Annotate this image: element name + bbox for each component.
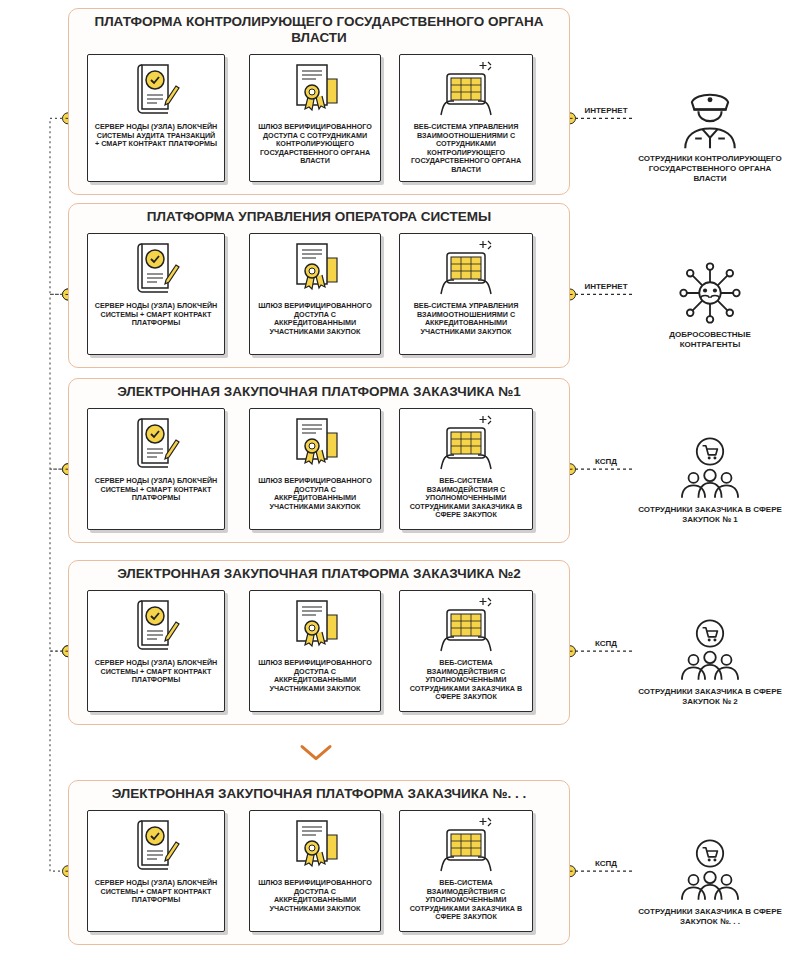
icon-use — [297, 821, 337, 866]
icon-use — [297, 601, 337, 646]
box-label: ШЛЮЗ ВЕРИФИЦИРОВАННОГО ДОСТУПА С АККРЕДИ… — [250, 659, 380, 693]
icon-use — [682, 438, 738, 497]
box-label: СЕРВЕР НОДЫ (УЗЛА) БЛОКЧЕЙН СИСТЕМЫ + СМ… — [88, 477, 224, 502]
actor-figure: СОТРУДНИКИ ЗАКАЗЧИКА В СФЕРЕ ЗАКУПОК №. … — [634, 833, 786, 926]
box-icon — [283, 59, 347, 119]
icon-use — [682, 840, 738, 899]
band-title: ЭЛЕКТРОННАЯ ЗАКУПОЧНАЯ ПЛАТФОРМА ЗАКАЗЧИ… — [69, 786, 569, 802]
box-label: СЕРВЕР НОДЫ (УЗЛА) БЛОКЧЕЙН СИСТЕМЫ + СМ… — [88, 879, 224, 904]
icon-use — [138, 601, 179, 649]
box-icon — [124, 595, 188, 655]
edge-label: КСПД — [593, 639, 619, 648]
box-icon — [434, 413, 498, 473]
box-label: ШЛЮЗ ВЕРИФИЦИРОВАННОГО ДОСТУПА С АККРЕДИ… — [250, 879, 380, 913]
edge-label: КСПД — [593, 457, 619, 466]
band-title: ПЛАТФОРМА УПРАВЛЕНИЯ ОПЕРАТОРА СИСТЕМЫ — [69, 209, 569, 225]
process-box: ШЛЮЗ ВЕРИФИЦИРОВАННОГО ДОСТУПА С АККРЕДИ… — [249, 408, 381, 530]
actor-label: СОТРУДНИКИ ЗАКАЗЧИКА В СФЕРЕ ЗАКУПОК №. … — [634, 907, 786, 926]
actor-label: СОТРУДНИКИ ЗАКАЗЧИКА В СФЕРЕ ЗАКУПОК № 2 — [634, 687, 786, 706]
actor-figure: СОТРУДНИКИ КОНТРОЛИРУЮЩЕГО ГОСУДАРСТВЕНН… — [634, 80, 786, 183]
box-icon — [434, 595, 498, 655]
platform-band: ПЛАТФОРМА УПРАВЛЕНИЯ ОПЕРАТОРА СИСТЕМЫ СЕ… — [68, 203, 570, 368]
icon-use — [297, 244, 337, 289]
box-label: ВЕБ-СИСТЕМА ВЗАИМОДЕЙСТВИЯ С УПОЛНОМОЧЕН… — [400, 477, 532, 519]
icon-use — [680, 264, 739, 323]
platform-band: ПЛАТФОРМА КОНТРОЛИРУЮЩЕГО ГОСУДАРСТВЕННО… — [68, 8, 570, 195]
process-box: ШЛЮЗ ВЕРИФИЦИРОВАННОГО ДОСТУПА С АККРЕДИ… — [249, 810, 381, 932]
icon-use — [441, 416, 491, 469]
icon-use — [138, 65, 179, 113]
continuation-chevron — [302, 747, 330, 759]
box-icon — [283, 413, 347, 473]
box-label: ШЛЮЗ ВЕРИФИЦИРОВАННОГО ДОСТУПА С СОТРУДН… — [250, 123, 380, 165]
platform-band: ЭЛЕКТРОННАЯ ЗАКУПОЧНАЯ ПЛАТФОРМА ЗАКАЗЧИ… — [68, 378, 570, 543]
process-box: ВЕБ-СИСТЕМА УПРАВЛЕНИЯ ВЗАИМООТНОШЕНИЯМИ… — [399, 233, 533, 355]
process-box: ШЛЮЗ ВЕРИФИЦИРОВАННОГО ДОСТУПА С АККРЕДИ… — [249, 233, 381, 355]
icon-use — [138, 244, 179, 292]
box-label: ВЕБ-СИСТЕМА УПРАВЛЕНИЯ ВЗАИМООТНОШЕНИЯМИ… — [400, 123, 532, 174]
actor-icon — [677, 837, 743, 903]
process-box: ШЛЮЗ ВЕРИФИЦИРОВАННОГО ДОСТУПА С АККРЕДИ… — [249, 590, 381, 712]
actor-figure: СОТРУДНИКИ ЗАКАЗЧИКА В СФЕРЕ ЗАКУПОК № 1 — [634, 431, 786, 524]
edge-label: ИНТЕРНЕТ — [582, 282, 629, 291]
process-box: ВЕБ-СИСТЕМА ВЗАИМОДЕЙСТВИЯ С УПОЛНОМОЧЕН… — [399, 590, 533, 712]
process-box: СЕРВЕР НОДЫ (УЗЛА) БЛОКЧЕЙН СИСТЕМЫ + СМ… — [87, 810, 225, 932]
icon-use — [685, 95, 735, 149]
actor-label: СОТРУДНИКИ ЗАКАЗЧИКА В СФЕРЕ ЗАКУПОК № 1 — [634, 505, 786, 524]
actor-figure: СОТРУДНИКИ ЗАКАЗЧИКА В СФЕРЕ ЗАКУПОК № 2 — [634, 613, 786, 706]
box-label: СЕРВЕР НОДЫ (УЗЛА) БЛОКЧЕЙН СИСТЕМЫ + СМ… — [88, 302, 224, 327]
actor-figure: ДОБРОСОВЕСТНЫЕ КОНТРАГЕНТЫ — [634, 256, 786, 349]
process-box: СЕРВЕР НОДЫ (УЗЛА) БЛОКЧЕЙН СИСТЕМЫ + СМ… — [87, 408, 225, 530]
box-label: ВЕБ-СИСТЕМА ВЗАИМОДЕЙСТВИЯ С УПОЛНОМОЧЕН… — [400, 659, 532, 701]
actor-icon — [677, 435, 743, 501]
box-label: ШЛЮЗ ВЕРИФИЦИРОВАННОГО ДОСТУПА С АККРЕДИ… — [250, 302, 380, 336]
platform-band: ЭЛЕКТРОННАЯ ЗАКУПОЧНАЯ ПЛАТФОРМА ЗАКАЗЧИ… — [68, 560, 570, 725]
band-title: ЭЛЕКТРОННАЯ ЗАКУПОЧНАЯ ПЛАТФОРМА ЗАКАЗЧИ… — [69, 566, 569, 582]
band-title: ЭЛЕКТРОННАЯ ЗАКУПОЧНАЯ ПЛАТФОРМА ЗАКАЗЧИ… — [69, 384, 569, 400]
process-box: ШЛЮЗ ВЕРИФИЦИРОВАННОГО ДОСТУПА С СОТРУДН… — [249, 54, 381, 182]
box-label: СЕРВЕР НОДЫ (УЗЛА) БЛОКЧЕЙН СИСТЕМЫ АУДИ… — [88, 123, 224, 148]
box-icon — [124, 238, 188, 298]
actor-label: СОТРУДНИКИ КОНТРОЛИРУЮЩЕГО ГОСУДАРСТВЕНН… — [634, 154, 786, 183]
box-icon — [434, 59, 498, 119]
process-box: СЕРВЕР НОДЫ (УЗЛА) БЛОКЧЕЙН СИСТЕМЫ + СМ… — [87, 233, 225, 355]
icon-use — [138, 419, 179, 467]
box-label: ВЕБ-СИСТЕМА УПРАВЛЕНИЯ ВЗАИМООТНОШЕНИЯМИ… — [400, 302, 532, 336]
edge-label: КСПД — [593, 859, 619, 868]
box-label: ВЕБ-СИСТЕМА ВЗАИМОДЕЙСТВИЯ С УПОЛНОМОЧЕН… — [400, 879, 532, 921]
chevron-mark — [302, 747, 330, 759]
actor-icon — [677, 617, 743, 683]
box-icon — [124, 413, 188, 473]
icon-use — [682, 620, 738, 679]
platform-band: ЭЛЕКТРОННАЯ ЗАКУПОЧНАЯ ПЛАТФОРМА ЗАКАЗЧИ… — [68, 780, 570, 945]
icon-use — [138, 821, 179, 869]
actor-icon — [677, 84, 743, 150]
edge-label: ИНТЕРНЕТ — [582, 106, 629, 115]
process-box: ВЕБ-СИСТЕМА ВЗАИМОДЕЙСТВИЯ С УПОЛНОМОЧЕН… — [399, 408, 533, 530]
icon-use — [441, 598, 491, 651]
band-title: ПЛАТФОРМА КОНТРОЛИРУЮЩЕГО ГОСУДАРСТВЕННО… — [69, 14, 569, 46]
box-icon — [124, 815, 188, 875]
process-box: ВЕБ-СИСТЕМА УПРАВЛЕНИЯ ВЗАИМООТНОШЕНИЯМИ… — [399, 54, 533, 182]
box-icon — [283, 238, 347, 298]
actor-icon — [677, 260, 743, 326]
icon-use — [441, 62, 491, 115]
process-box: СЕРВЕР НОДЫ (УЗЛА) БЛОКЧЕЙН СИСТЕМЫ + СМ… — [87, 590, 225, 712]
box-icon — [434, 238, 498, 298]
icon-use — [441, 241, 491, 294]
box-icon — [283, 815, 347, 875]
process-box: СЕРВЕР НОДЫ (УЗЛА) БЛОКЧЕЙН СИСТЕМЫ АУДИ… — [87, 54, 225, 182]
box-label: ШЛЮЗ ВЕРИФИЦИРОВАННОГО ДОСТУПА С АККРЕДИ… — [250, 477, 380, 511]
process-box: ВЕБ-СИСТЕМА ВЗАИМОДЕЙСТВИЯ С УПОЛНОМОЧЕН… — [399, 810, 533, 932]
box-label: СЕРВЕР НОДЫ (УЗЛА) БЛОКЧЕЙН СИСТЕМЫ + СМ… — [88, 659, 224, 684]
box-icon — [434, 815, 498, 875]
box-icon — [124, 59, 188, 119]
box-icon — [283, 595, 347, 655]
icon-use — [297, 419, 337, 464]
icon-use — [297, 65, 337, 110]
icon-use — [441, 818, 491, 871]
actor-label: ДОБРОСОВЕСТНЫЕ КОНТРАГЕНТЫ — [634, 330, 786, 349]
